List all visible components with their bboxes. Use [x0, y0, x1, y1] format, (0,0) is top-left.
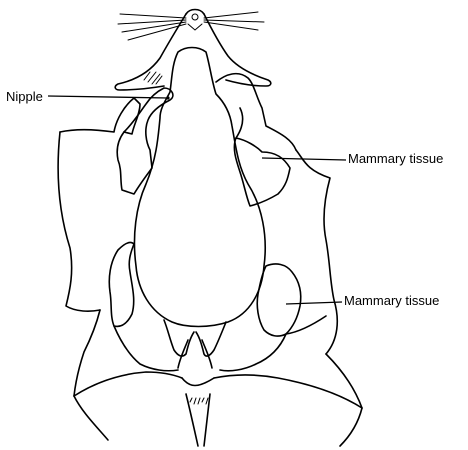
left-lower-mammary	[108, 241, 135, 328]
label-mammary-tissue-lower: Mammary tissue	[344, 293, 439, 308]
whisker-left-3	[121, 21, 187, 33]
label-mammary-tissue-upper: Mammary tissue	[348, 151, 443, 166]
hindquarters	[73, 309, 363, 447]
nipple-dot	[166, 96, 170, 100]
mammary-upper-leader	[261, 157, 347, 161]
right-hind-skin	[325, 353, 363, 409]
lower-left-outline	[73, 395, 109, 441]
pelvic-arc-left	[73, 371, 183, 397]
whisker-left-4	[127, 23, 187, 41]
right-flap-top	[215, 72, 297, 151]
tail-texture	[189, 397, 209, 405]
head	[114, 8, 272, 91]
head-right-outline	[203, 13, 272, 87]
nipple-leader	[47, 95, 169, 99]
left-flap-edge	[57, 131, 101, 312]
left-upper-mammary	[116, 87, 174, 195]
left-chest-flap	[57, 87, 174, 312]
whisker-left-1	[119, 13, 187, 19]
left-hind-limb-flap	[113, 325, 179, 372]
label-nipple: Nipple	[6, 89, 43, 104]
whisker-right-3	[203, 21, 259, 31]
left-genital-fold	[177, 339, 189, 369]
fur-tuft	[143, 71, 163, 85]
tail-base	[181, 377, 215, 387]
right-chest-flap	[215, 72, 339, 355]
head-left-outline	[114, 13, 187, 91]
pelvic-arc-right	[213, 374, 363, 409]
whisker-right-2	[203, 19, 265, 23]
right-genital-fold	[201, 339, 213, 369]
right-upper-mammary	[233, 137, 291, 207]
whisker-right-1	[203, 11, 259, 19]
right-hind-limb-flap	[219, 333, 287, 372]
leader-lines	[47, 95, 347, 305]
mouth	[187, 23, 203, 31]
left-hind-skin	[73, 309, 101, 397]
snout-tip	[185, 8, 205, 15]
body-cavity-outline	[133, 46, 267, 328]
lower-right-outline	[339, 407, 363, 447]
tail	[185, 393, 211, 447]
mammary-lower-leader	[285, 301, 343, 305]
right-axilla-fold	[235, 107, 244, 139]
left-inguinal-tip	[163, 319, 195, 357]
right-lower-fold	[285, 315, 327, 335]
whisker-left-2	[117, 19, 187, 25]
left-flap-outer	[59, 97, 141, 135]
nose	[191, 13, 199, 21]
right-lower-mammary	[256, 263, 302, 337]
whiskers	[117, 11, 265, 41]
right-flap-outer	[295, 149, 339, 355]
